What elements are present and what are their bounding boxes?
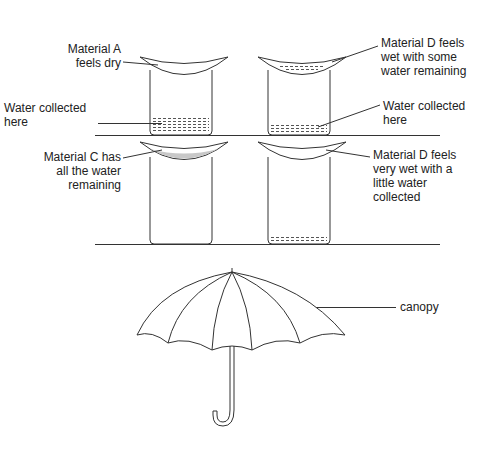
container xyxy=(150,157,212,244)
leader-line xyxy=(123,150,162,158)
leader-line xyxy=(332,46,378,62)
callout-label: Material D feels wet with some water rem… xyxy=(381,36,477,78)
umbrella xyxy=(137,268,345,426)
container xyxy=(150,70,212,135)
callout-label: Material A feels dry xyxy=(57,42,121,70)
callout-label: Water collected here xyxy=(4,101,96,129)
bench-line xyxy=(95,135,440,136)
leader-line xyxy=(326,150,370,157)
container xyxy=(268,157,330,244)
material-bowl xyxy=(258,57,346,75)
water xyxy=(280,67,324,70)
bench-line xyxy=(95,244,440,245)
leader-line xyxy=(123,62,158,65)
leader-line xyxy=(318,105,380,127)
material-bowl xyxy=(140,57,228,75)
water xyxy=(153,119,327,241)
material-bowl xyxy=(140,142,228,160)
part-label: canopy xyxy=(400,300,470,314)
callout-label: Material D feels very wet with a little … xyxy=(373,148,473,204)
container xyxy=(268,70,330,135)
callout-label: Material C has all the water remaining xyxy=(33,150,121,192)
leader-line xyxy=(98,123,162,124)
callout-label: Water collected here xyxy=(383,99,475,127)
